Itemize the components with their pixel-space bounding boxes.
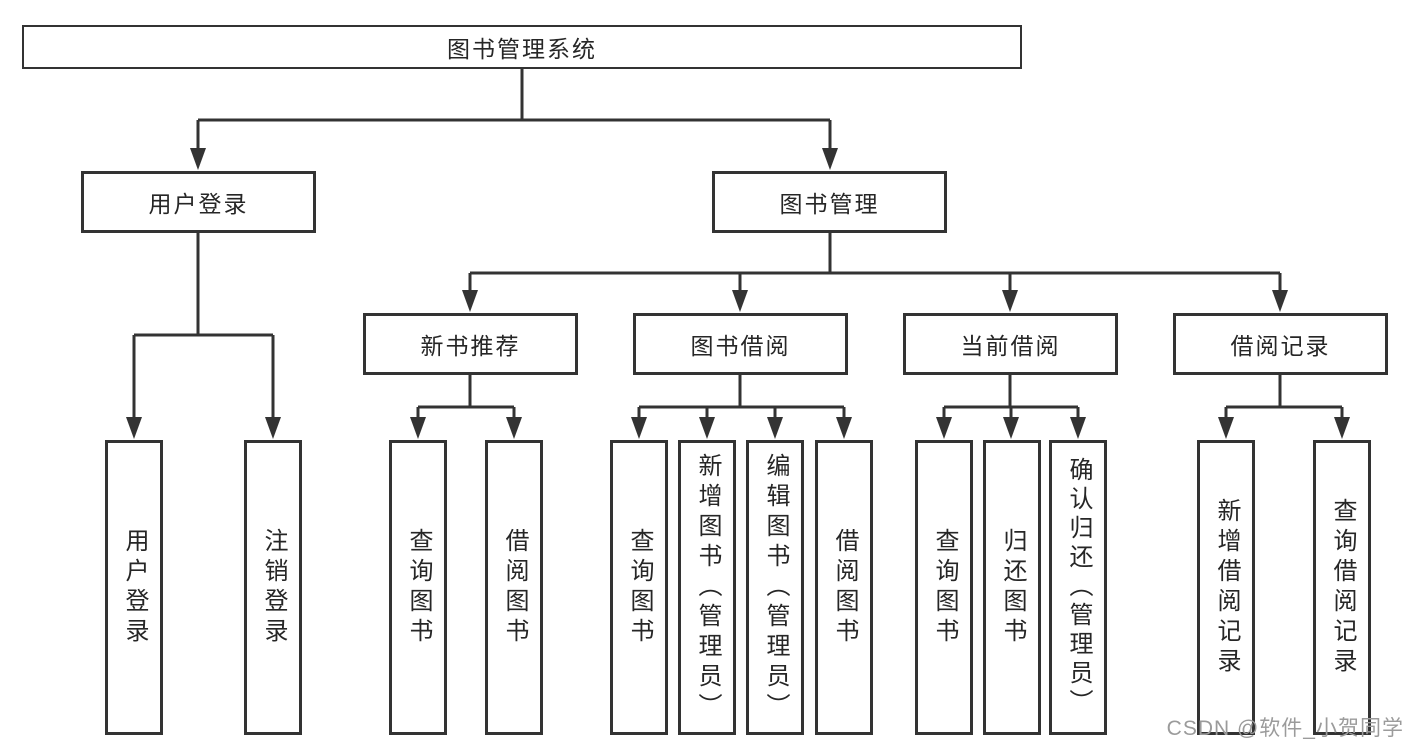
node-library-management-system: 图书管理系统: [22, 25, 1022, 69]
node-book-borrowing: 图书借阅: [633, 313, 848, 375]
leaf-bb-edit-books-admin: 编辑图书（管理员）: [746, 440, 804, 735]
arrow-icon: [1218, 417, 1234, 439]
arrowheads: [126, 148, 1350, 439]
node-label: 借阅图书: [501, 527, 528, 648]
arrow-icon: [1334, 417, 1350, 439]
connector-book-mgmt-split: [468, 233, 1282, 292]
arrow-icon: [767, 417, 783, 439]
arrow-icon: [699, 417, 715, 439]
node-label: 借阅图书: [831, 527, 858, 648]
arrow-icon: [631, 417, 647, 439]
node-label: 图书借阅: [690, 333, 791, 359]
node-book-management: 图书管理: [712, 171, 947, 233]
connector-user-login-split: [132, 233, 275, 419]
arrow-icon: [462, 290, 478, 312]
node-label: 新增图书（管理员）: [694, 452, 721, 723]
arrow-icon: [126, 417, 142, 439]
node-current-borrowing: 当前借阅: [903, 313, 1118, 375]
watermark: CSDN @软件_小贺同学: [1166, 717, 1404, 740]
connector-new-book-split: [416, 375, 516, 419]
node-label: 查询图书: [626, 527, 653, 648]
node-new-book-recommendation: 新书推荐: [363, 313, 578, 375]
connector-current-borrow-split: [942, 375, 1080, 419]
node-label: 确认归还（管理员）: [1065, 457, 1092, 718]
arrow-icon: [732, 290, 748, 312]
arrow-icon: [822, 148, 838, 170]
node-label: 用户登录: [148, 191, 249, 217]
arrow-icon: [506, 417, 522, 439]
node-label: 图书管理系统: [447, 36, 597, 62]
node-label: 新增借阅记录: [1213, 497, 1240, 678]
node-label: 编辑图书（管理员）: [762, 452, 789, 723]
arrow-icon: [1070, 417, 1086, 439]
arrow-icon: [1002, 290, 1018, 312]
leaf-nbr-query-books: 查询图书: [389, 440, 447, 735]
leaf-cb-return-books: 归还图书: [983, 440, 1041, 735]
arrow-icon: [265, 417, 281, 439]
arrow-icon: [836, 417, 852, 439]
node-label: 查询图书: [405, 527, 432, 648]
node-label: 用户登录: [121, 527, 148, 648]
connector-borrow-records-split: [1224, 375, 1344, 419]
node-label: 注销登录: [260, 527, 287, 648]
leaf-br-add-record: 新增借阅记录: [1197, 440, 1255, 735]
leaf-user-login: 用户登录: [105, 440, 163, 735]
leaf-bb-add-books-admin: 新增图书（管理员）: [678, 440, 736, 735]
leaf-br-query-record: 查询借阅记录: [1313, 440, 1371, 735]
arrow-icon: [1272, 290, 1288, 312]
leaf-bb-query-books: 查询图书: [610, 440, 668, 735]
leaf-cb-query-books: 查询图书: [915, 440, 973, 735]
node-user-login: 用户登录: [81, 171, 316, 233]
connector-book-borrow-split: [637, 375, 846, 419]
leaf-bb-borrow-books: 借阅图书: [815, 440, 873, 735]
arrow-icon: [410, 417, 426, 439]
node-label: 查询图书: [931, 527, 958, 648]
arrow-icon: [1003, 417, 1019, 439]
connector-root-split: [196, 68, 832, 150]
node-label: 新书推荐: [420, 333, 521, 359]
node-label: 归还图书: [999, 527, 1026, 648]
node-label: 查询借阅记录: [1329, 497, 1356, 678]
node-borrowing-records: 借阅记录: [1173, 313, 1388, 375]
node-label: 图书管理: [779, 191, 880, 217]
leaf-logout: 注销登录: [244, 440, 302, 735]
node-label: 借阅记录: [1230, 333, 1331, 359]
arrow-icon: [936, 417, 952, 439]
leaf-cb-confirm-return-admin: 确认归还（管理员）: [1049, 440, 1107, 735]
arrow-icon: [190, 148, 206, 170]
leaf-nbr-borrow-books: 借阅图书: [485, 440, 543, 735]
node-label: 当前借阅: [960, 333, 1061, 359]
